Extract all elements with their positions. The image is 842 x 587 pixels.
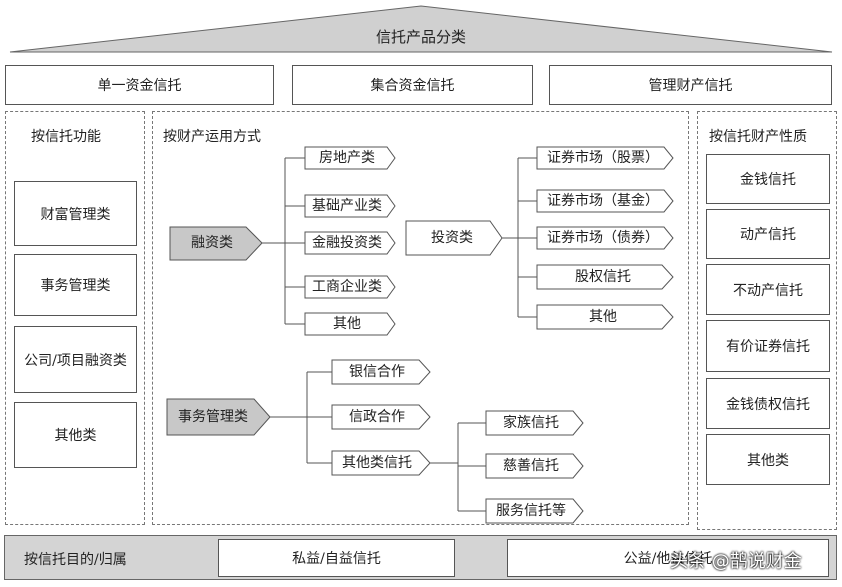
node-infrastructure [304,194,396,218]
node-securities-fund [536,189,674,213]
function-wealth-management: 财富管理类 [14,181,137,246]
left-panel-title: 按信托功能 [31,129,101,145]
node-service-trust [485,498,584,524]
header-title: 信托产品分类 [375,28,466,46]
label-service-trust: 服务信托等 [496,502,566,519]
label-infrastructure: 基础产业类 [312,197,382,214]
label-securities-fund: 证券市场（基金） [547,192,659,209]
label-securities-bond: 证券市场（债券） [547,229,659,246]
header-roof [9,5,833,53]
label-financing-other: 其他 [333,316,361,332]
right-panel [697,111,837,530]
node-real-estate [304,146,396,170]
category-collective-fund-trust: 集合资金信托 [292,65,533,105]
label-financing: 融资类 [191,235,233,251]
label-equity-trust: 股权信托 [575,269,631,285]
node-affairs-management [166,398,271,436]
node-investment-other [536,304,674,330]
category-single-fund-trust: 单一资金信托 [5,65,274,105]
nature-monetary-claim-trust: 金钱债权信托 [706,378,830,429]
left-panel [5,111,145,525]
purpose-private-trust: 私益/自益信托 [218,539,455,577]
node-bank-trust-coop [331,359,431,385]
function-affairs-management: 事务管理类 [14,254,137,316]
node-family-trust [485,410,584,436]
node-securities-bond [536,226,674,250]
label-investment-other: 其他 [589,309,617,325]
bottom-label: 按信托目的/归属 [24,552,127,568]
category-managed-property-trust: 管理财产信托 [549,65,832,105]
label-bank-trust-coop: 银信合作 [349,364,405,380]
label-real-estate: 房地产类 [319,150,375,166]
label-charitable-trust: 慈善信托 [503,458,559,474]
function-other: 其他类 [14,402,137,468]
watermark: 头条 @鹊说财金 [670,551,802,572]
label-gov-trust-coop: 信政合作 [349,409,405,425]
node-other-trusts [331,450,431,476]
label-family-trust: 家族信托 [503,414,559,431]
purpose-public-trust: 公益/他益信托 [507,539,829,577]
node-financing-other [304,312,396,336]
nature-securities-trust: 有价证券信托 [706,320,830,372]
label-other-trusts: 其他类信托 [342,455,412,471]
node-equity-trust [536,264,674,290]
nature-real-estate-trust: 不动产信托 [706,264,830,315]
node-financing [169,226,263,261]
label-investment: 投资类 [431,230,473,246]
label-industrial-commercial: 工商企业类 [312,278,382,295]
node-charitable-trust [485,453,584,479]
label-financial-investment: 金融投资类 [312,235,382,251]
right-panel-title: 按信托财产性质 [709,129,807,145]
node-industrial-commercial [304,275,396,299]
function-project-financing: 公司/项目融资类 [14,326,137,393]
node-investment [405,220,503,256]
nature-movable-property-trust: 动产信托 [706,209,830,259]
node-gov-trust-coop [331,404,431,430]
label-affairs-management: 事务管理类 [178,409,248,425]
label-securities-stock: 证券市场（股票） [547,149,659,166]
nature-other: 其他类 [706,434,830,485]
node-securities-stock [536,146,674,170]
node-financial-investment [304,231,396,255]
nature-money-trust: 金钱信托 [706,154,830,204]
center-panel-title: 按财产运用方式 [163,129,261,145]
center-panel [152,111,689,525]
